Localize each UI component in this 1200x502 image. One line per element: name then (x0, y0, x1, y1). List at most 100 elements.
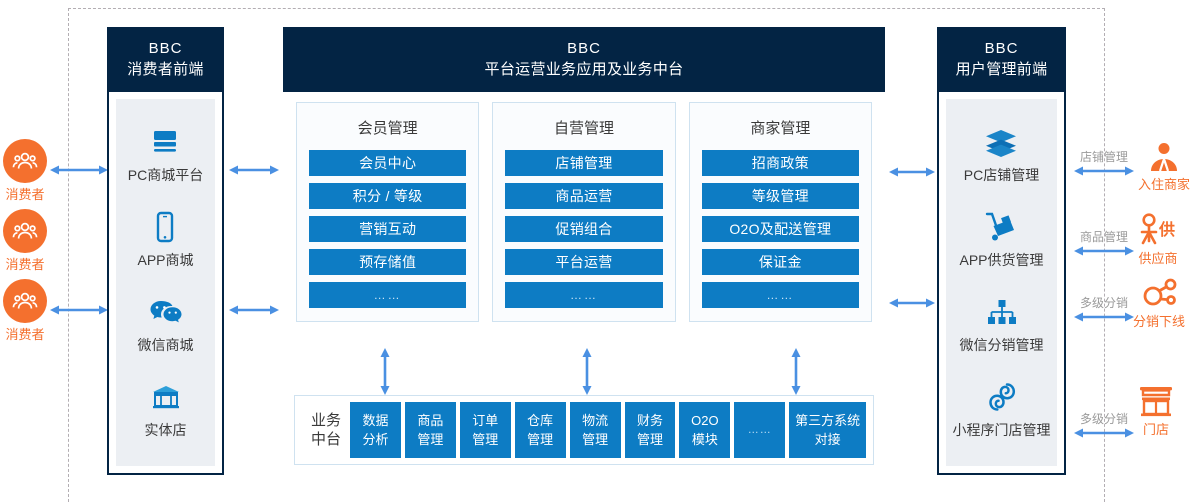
channel-label: PC商城平台 (127, 167, 204, 184)
group-title: 会员管理 (357, 120, 418, 137)
hand-truck-icon (984, 210, 1018, 244)
middle-platform-label: 业务 中台 (310, 412, 341, 448)
module-label: APP供货管理 (959, 252, 1044, 269)
arrow-center-to-right-1 (889, 166, 935, 178)
actor-resident-merchant: 入住商家 (1138, 141, 1190, 193)
right-panel-subtitle: 用户管理前端 (955, 61, 1048, 78)
actor-consumer-2: 消费者 (3, 209, 47, 273)
module-chip[interactable]: 会员中心 (309, 150, 467, 176)
mobile-phone-icon (154, 210, 176, 244)
channel-label: 实体店 (144, 421, 187, 438)
module-chip[interactable]: 店铺管理 (505, 150, 663, 176)
module-chip[interactable]: 营销互动 (309, 216, 467, 242)
module-chip[interactable]: 促销组合 (505, 216, 663, 242)
channel-pc-mall[interactable]: PC商城平台 (128, 125, 203, 185)
module-miniprogram-store-management[interactable]: 小程序门店管理 (953, 380, 1051, 440)
left-frontend-panel: BBC 消费者前端 PC商城平台 (107, 27, 224, 475)
actor-label: 分销下线 (1133, 314, 1186, 329)
midplatform-cell[interactable]: 商品 管理 (404, 402, 456, 458)
connection-label-shop-management: 店铺管理 (1079, 150, 1128, 164)
module-chip-more[interactable]: …… (309, 282, 467, 308)
channel-wechat-mall[interactable]: 微信商城 (138, 295, 194, 355)
arrow-group-to-midplatform-3 (790, 348, 802, 395)
actor-label: 供应商 (1138, 251, 1178, 266)
midplatform-cell[interactable]: O2O 模块 (679, 402, 731, 458)
module-group-merchant: 商家管理 招商政策 等级管理 O2O及配送管理 保证金 …… (688, 102, 872, 322)
org-tree-icon (986, 295, 1018, 329)
merchant-person-icon (1147, 141, 1181, 173)
channel-app-mall[interactable]: APP商城 (137, 210, 194, 270)
channel-physical-store[interactable]: 实体店 (145, 380, 187, 440)
supplier-icon: 供 (1138, 213, 1178, 247)
center-panel-header: BBC 平台运营业务应用及业务中台 (283, 27, 885, 92)
group-title: 商家管理 (750, 120, 811, 137)
module-chip[interactable]: 积分 / 等级 (309, 183, 467, 209)
shop-icon (1135, 382, 1177, 418)
module-chip[interactable]: 平台运营 (505, 249, 663, 275)
arrow-consumer-to-frontend-1 (50, 164, 108, 176)
center-panel-body: 会员管理 会员中心 积分 / 等级 营销互动 预存储值 …… 自营管理 店铺管理… (283, 92, 885, 324)
arrow-right-to-supplier (1074, 245, 1134, 257)
users-circle-icon (3, 139, 47, 183)
module-group-self-operated: 自营管理 店铺管理 商品运营 促销组合 平台运营 …… (492, 102, 676, 322)
right-user-management-panel: BBC 用户管理前端 PC店铺管理 (937, 27, 1066, 475)
actor-distribution-downline: 分销下线 (1133, 278, 1185, 330)
module-wechat-distribution-management[interactable]: 微信分销管理 (960, 295, 1044, 355)
actor-label: 门店 (1142, 422, 1169, 437)
business-middle-platform: 业务 中台 数据 分析 商品 管理 订单 管理 仓库 管理 物流 管理 财务 管… (294, 395, 874, 465)
module-chip[interactable]: 招商政策 (701, 150, 859, 176)
arrow-left-to-center-2 (229, 304, 279, 316)
module-chip[interactable]: O2O及配送管理 (701, 216, 859, 242)
module-app-supply-management[interactable]: APP供货管理 (959, 210, 1044, 270)
storefront-icon (150, 380, 182, 414)
group-title: 自营管理 (553, 120, 614, 137)
module-chip[interactable]: 商品运营 (505, 183, 663, 209)
center-panel-subtitle: 平台运营业务应用及业务中台 (484, 61, 684, 78)
actor-label: 消费者 (5, 257, 45, 272)
midplatform-cell[interactable]: 仓库 管理 (514, 402, 566, 458)
midplatform-cell[interactable]: 第三方系统 对接 (789, 402, 866, 458)
left-panel-subtitle: 消费者前端 (127, 61, 204, 78)
channel-label: APP商城 (137, 252, 194, 269)
arrow-right-to-distributor (1074, 311, 1134, 323)
actor-label: 入住商家 (1138, 177, 1191, 192)
actor-consumer-1: 消费者 (3, 139, 47, 203)
arrow-right-to-store (1074, 427, 1134, 439)
share-nodes-icon (1139, 278, 1179, 310)
layers-icon (984, 125, 1018, 159)
right-panel-title: BBC (984, 40, 1019, 57)
module-label: 小程序门店管理 (952, 421, 1051, 438)
midplatform-cell[interactable]: 物流 管理 (569, 402, 621, 458)
actor-store: 门店 (1135, 382, 1177, 438)
connection-label-multi-level-distribution-2: 多级分销 (1079, 412, 1128, 426)
channel-label: 微信商城 (137, 336, 194, 353)
actor-supplier: 供 供应商 (1138, 213, 1178, 267)
midplatform-cell[interactable]: 数据 分析 (350, 402, 401, 458)
center-platform-panel: BBC 平台运营业务应用及业务中台 会员管理 会员中心 积分 / 等级 营销互动… (283, 27, 885, 324)
midplatform-cell-more[interactable]: …… (734, 402, 786, 458)
module-chip-more[interactable]: …… (505, 282, 663, 308)
left-panel-header: BBC 消费者前端 (107, 27, 224, 92)
module-chip-more[interactable]: …… (701, 282, 859, 308)
left-panel-title: BBC (148, 40, 183, 57)
module-group-member: 会员管理 会员中心 积分 / 等级 营销互动 预存储值 …… (296, 102, 480, 322)
module-chip[interactable]: 预存储值 (309, 249, 467, 275)
arrow-group-to-midplatform-1 (379, 348, 391, 395)
center-panel-title: BBC (567, 40, 601, 57)
midplatform-cell[interactable]: 财务 管理 (624, 402, 676, 458)
actor-label: 消费者 (5, 327, 45, 342)
module-label: PC店铺管理 (963, 167, 1040, 184)
connection-label-product-management: 商品管理 (1079, 230, 1128, 244)
arrow-left-to-center-1 (229, 164, 279, 176)
arrow-right-to-merchant (1074, 165, 1134, 177)
module-pc-shop-management[interactable]: PC店铺管理 (964, 125, 1039, 185)
monitor-icon (149, 125, 181, 159)
module-label: 微信分销管理 (959, 336, 1044, 353)
module-chip[interactable]: 保证金 (701, 249, 859, 275)
users-circle-icon (3, 279, 47, 323)
connection-label-multi-level-distribution-1: 多级分销 (1079, 296, 1128, 310)
module-chip[interactable]: 等级管理 (701, 183, 859, 209)
midplatform-cell[interactable]: 订单 管理 (459, 402, 511, 458)
arrow-group-to-midplatform-2 (581, 348, 593, 395)
